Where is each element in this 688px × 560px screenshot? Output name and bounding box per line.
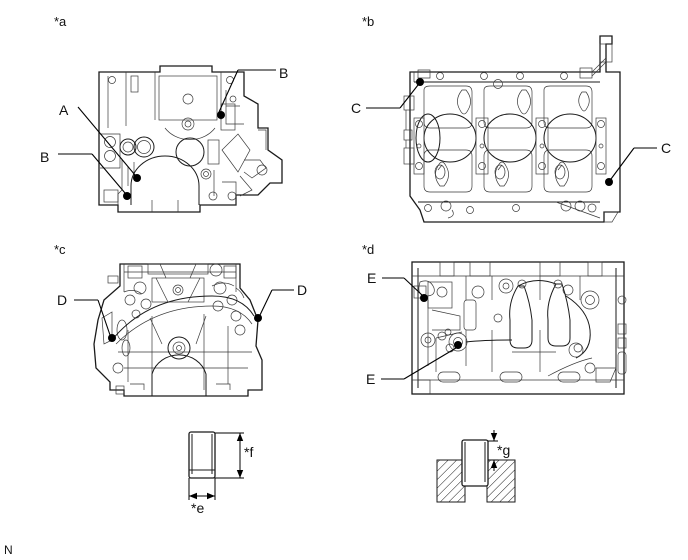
view-label-c: *c [54,242,66,257]
callout-label-c-2: C [661,140,672,156]
callout-label-c-1: C [351,100,362,116]
callout-label-e-1: E [367,270,377,286]
callout-label-e-2: E [366,371,376,387]
callout-label-d-1: D [57,292,68,308]
dimension-label-f: *f [244,444,254,460]
view-label-d: *d [362,242,375,257]
dimension-label-e: *e [191,500,205,516]
callout-label-b-1: B [279,65,289,81]
callout-label-d-2: D [297,282,308,298]
view-label-b: *b [362,14,375,29]
view-label-a: *a [54,14,67,29]
callout-label-a-1: A [59,102,69,118]
dimension-label-g: *g [497,442,511,458]
callout-label-b-2: B [40,149,50,165]
sheet-note: N [4,543,13,557]
